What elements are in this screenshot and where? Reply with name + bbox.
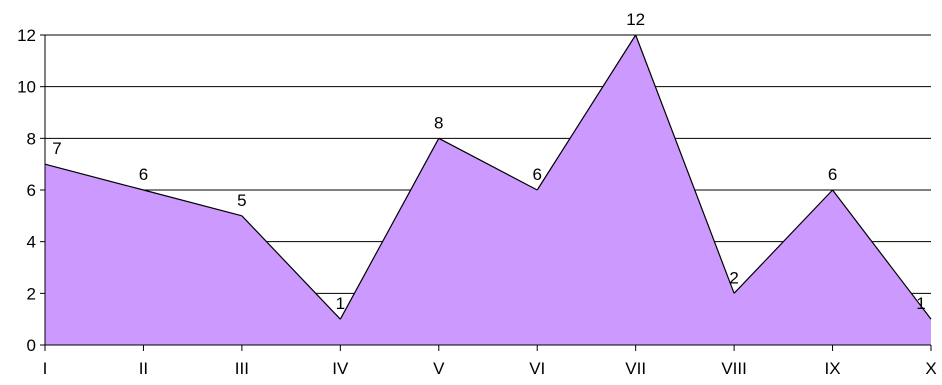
x-tick-label: VIII xyxy=(721,359,747,378)
y-tick-label: 12 xyxy=(17,26,36,45)
series-segment xyxy=(241,215,341,320)
data-label: 1 xyxy=(916,294,925,313)
data-label: 5 xyxy=(237,191,246,210)
data-labels: 7 6 5 1 8 6 12 2 6 1 xyxy=(52,10,925,313)
y-axis-tick-labels: 0 2 4 6 8 10 12 xyxy=(17,26,45,355)
series-segment xyxy=(44,163,144,191)
data-label: 8 xyxy=(434,113,443,132)
x-tick-label: II xyxy=(139,359,148,378)
series-segment xyxy=(733,189,833,294)
data-label: 1 xyxy=(336,294,345,313)
series-segment xyxy=(339,138,440,320)
series-segment xyxy=(438,137,538,191)
data-label: 6 xyxy=(828,165,837,184)
x-tick-label: IV xyxy=(332,359,349,378)
y-tick-label: 4 xyxy=(27,233,36,252)
y-tick-label: 8 xyxy=(27,129,36,148)
series-segment xyxy=(536,34,637,191)
data-label: 12 xyxy=(626,10,645,29)
area-series xyxy=(44,34,932,345)
x-tick-label: IX xyxy=(825,359,841,378)
x-tick-label: I xyxy=(43,359,48,378)
y-tick-label: 0 xyxy=(27,336,36,355)
x-tick-label: V xyxy=(433,359,445,378)
data-label: 6 xyxy=(139,165,148,184)
x-tick-label: X xyxy=(925,359,936,378)
series-segment xyxy=(143,189,243,217)
area-fill xyxy=(45,35,931,345)
series-segment xyxy=(635,34,735,294)
y-tick-label: 10 xyxy=(17,78,36,97)
data-label: 6 xyxy=(532,165,541,184)
series-segment xyxy=(832,189,932,320)
data-label: 7 xyxy=(52,139,61,158)
x-tick-label: III xyxy=(235,359,249,378)
y-tick-label: 2 xyxy=(27,284,36,303)
x-tick-label: VI xyxy=(529,359,545,378)
x-tick-label: VII xyxy=(625,359,646,378)
y-tick-label: 6 xyxy=(27,181,36,200)
data-label: 2 xyxy=(729,268,738,287)
